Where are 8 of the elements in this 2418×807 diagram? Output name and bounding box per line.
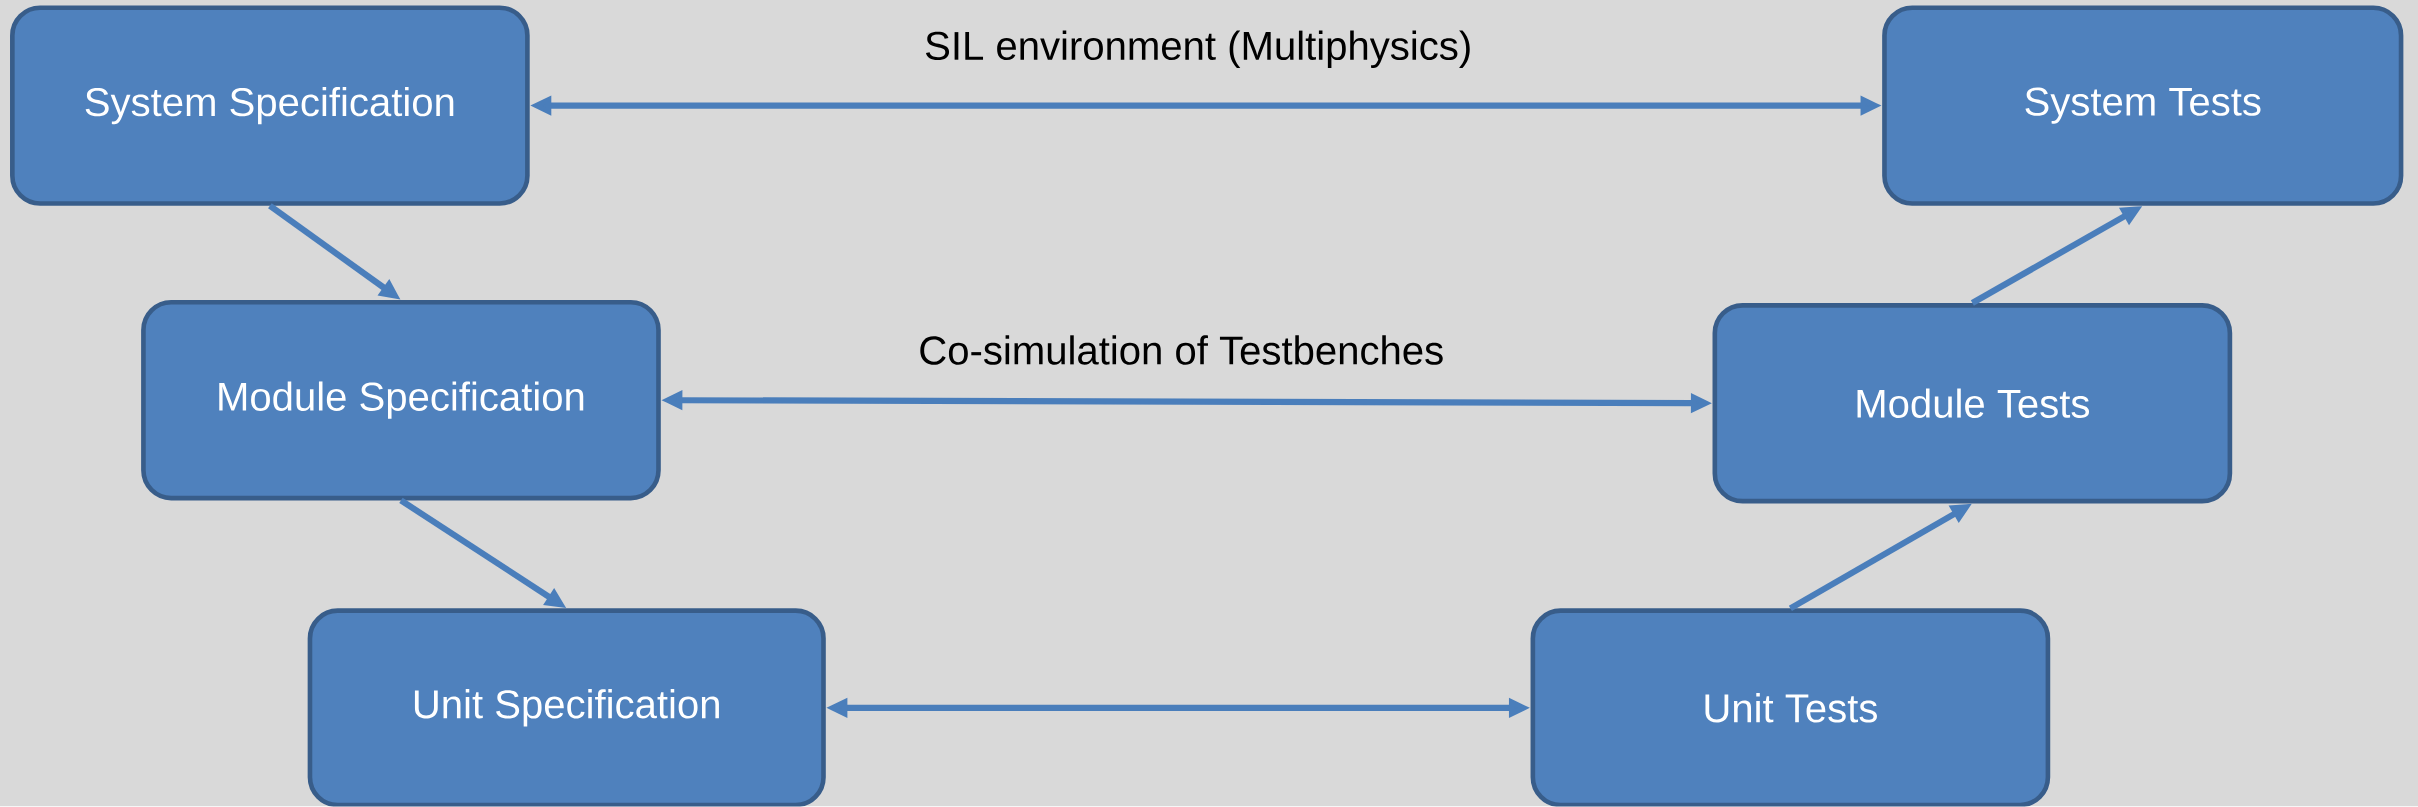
process-box: Module Tests <box>1712 303 2233 504</box>
process-box: Unit Tests <box>1530 608 2051 807</box>
process-box: Unit Specification <box>307 608 826 807</box>
process-box: System Specification <box>10 5 530 207</box>
edge-label: SIL environment (Multiphysics) <box>921 27 1476 72</box>
process-box: System Tests <box>1882 5 2404 207</box>
process-box: Module Specification <box>141 300 661 501</box>
edge-label: Co-simulation of Testbenches <box>915 332 1448 369</box>
